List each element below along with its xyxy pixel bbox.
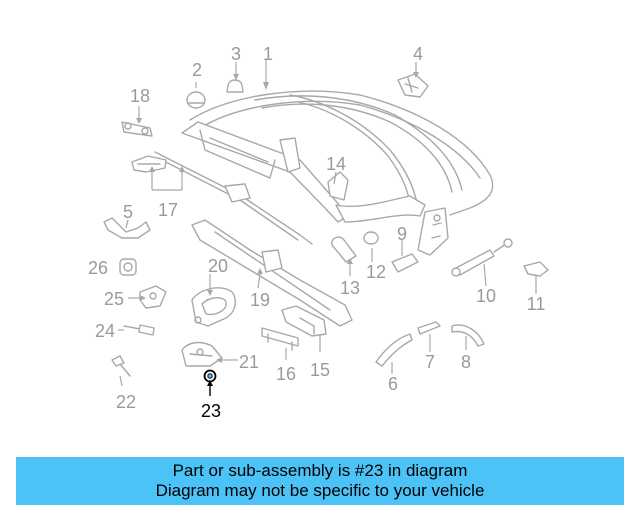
part-17 (131, 151, 313, 245)
callout-11: 11 (527, 294, 546, 314)
callout-20: 20 (208, 256, 228, 276)
callout-3: 3 (231, 44, 241, 64)
part-9 (391, 253, 419, 273)
callout-4: 4 (413, 44, 423, 64)
banner-line-1: Part or sub-assembly is #23 in diagram (172, 461, 468, 480)
part-3 (226, 79, 244, 93)
callout-15: 15 (310, 360, 330, 380)
leader-lines (118, 60, 537, 396)
part-20 (191, 287, 237, 327)
part-19 (191, 219, 353, 327)
part-22 (111, 355, 131, 377)
callout-18: 18 (130, 86, 150, 106)
part-24 (123, 324, 155, 336)
part-26 (119, 258, 137, 276)
parts-diagram: 1 2 3 4 5 6 7 8 9 10 11 12 13 14 15 16 1… (88, 44, 549, 421)
callout-19: 19 (250, 290, 270, 310)
info-banner: Part or sub-assembly is #23 in diagram D… (16, 457, 624, 505)
callout-13: 13 (340, 278, 360, 298)
callout-9: 9 (397, 224, 407, 244)
callout-23: 23 (201, 401, 221, 421)
part-18 (121, 121, 153, 137)
callout-labels: 1 2 3 4 5 6 7 8 9 10 11 12 13 14 15 16 1… (88, 44, 545, 421)
callout-25: 25 (104, 289, 124, 309)
part-11 (523, 261, 549, 277)
callout-24: 24 (95, 321, 115, 341)
callout-2: 2 (192, 60, 202, 80)
callout-8: 8 (461, 352, 471, 372)
callout-22: 22 (116, 392, 136, 412)
callout-12: 12 (366, 262, 386, 282)
part-10 (451, 238, 513, 277)
part-2 (186, 91, 206, 109)
part-7 (417, 321, 441, 335)
part-14 (327, 171, 349, 201)
callout-7: 7 (425, 352, 435, 372)
part-15 (281, 305, 327, 337)
callout-21: 21 (239, 352, 259, 372)
callout-5: 5 (123, 202, 133, 222)
callout-16: 16 (276, 364, 296, 384)
callout-1: 1 (263, 44, 273, 64)
part-5 (103, 217, 151, 239)
part-8 (451, 324, 485, 347)
callout-10: 10 (476, 286, 496, 306)
callout-26: 26 (88, 258, 108, 278)
callout-6: 6 (388, 374, 398, 394)
callout-17: 17 (158, 200, 178, 220)
part-12 (363, 231, 379, 245)
soft-top-frame (181, 90, 494, 256)
callout-14: 14 (326, 154, 346, 174)
part-13 (331, 236, 357, 263)
part-4 (397, 73, 429, 98)
part-21 (181, 341, 223, 367)
banner-line-2: Diagram may not be specific to your vehi… (155, 481, 485, 500)
part-23 (203, 369, 217, 383)
part-16 (261, 327, 299, 351)
part-6 (375, 333, 413, 367)
